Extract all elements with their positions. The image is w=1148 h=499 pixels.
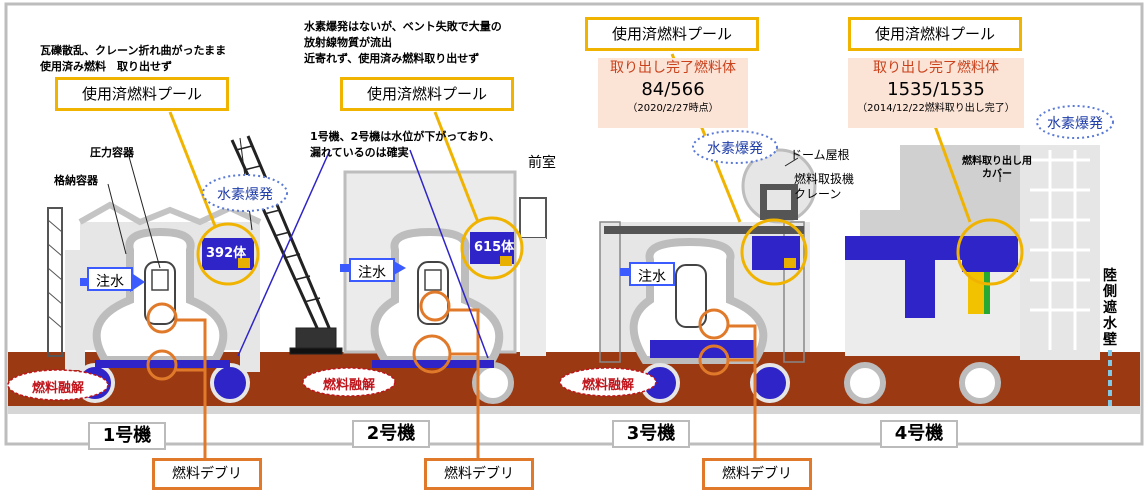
- debris-label-3: 燃料デブリ: [702, 458, 812, 490]
- leak-note-2: 漏れているのは確実: [310, 146, 409, 159]
- crane-label-1: 燃料取扱機: [794, 172, 855, 186]
- unit4-removal-count: 1535/1535: [887, 79, 985, 100]
- melt-label-3: 燃料融解: [581, 378, 634, 393]
- leak-leaders: [237, 149, 489, 359]
- unit4-pool-circle: [956, 218, 1024, 286]
- unit1-pool-title: 使用済燃料プール: [55, 77, 229, 111]
- unit3-removal-note: （2020/2/27時点）: [627, 103, 719, 114]
- unit1-pool-count: 392体: [206, 246, 247, 261]
- melt-ellipse-3: [559, 367, 657, 397]
- unit1-note-1: 瓦礫散乱、クレーン折れ曲がったまま: [40, 44, 227, 57]
- unit3-removal-info: 取り出し完了燃料体 84/566 （2020/2/27時点）: [598, 58, 748, 128]
- water-label-3: 注水: [638, 269, 666, 285]
- cv-leader: [107, 183, 127, 255]
- unit3-removal-title: 取り出し完了燃料体: [610, 60, 736, 76]
- unit4-label: 4号機: [880, 420, 958, 448]
- containment-vessel-label: 格納容器: [54, 174, 98, 187]
- explosion-label-3: 水素爆発: [707, 141, 763, 157]
- water-box-1: [87, 267, 133, 291]
- ground-base: [8, 406, 1140, 414]
- dome-roof-label: ドーム屋根: [790, 148, 850, 162]
- unit3-removal-count: 84/566: [641, 79, 705, 100]
- unit4-removal-note: （2014/12/22燃料取り出し完了）: [857, 103, 1015, 114]
- debris-marks: [146, 290, 757, 460]
- unit3-label: 3号機: [612, 420, 690, 448]
- water-label-1: 注水: [96, 274, 124, 290]
- unit4-removal-title: 取り出し完了燃料体: [873, 60, 999, 76]
- unit4-building: [844, 145, 1112, 408]
- outer-frame: [4, 2, 1144, 446]
- cover-label-1: 燃料取り出し用: [962, 156, 1032, 167]
- melt-ellipse-2: [302, 367, 396, 397]
- unit2-label: 2号機: [352, 420, 430, 448]
- pressure-vessel-label: 圧力容器: [90, 146, 134, 159]
- melt-label-1: 燃料融解: [31, 381, 84, 396]
- crane-label-2: クレーン: [794, 187, 842, 201]
- debris-label-1: 燃料デブリ: [152, 458, 262, 490]
- unit4-removal-info: 取り出し完了燃料体 1535/1535 （2014/12/22燃料取り出し完了）: [848, 58, 1024, 128]
- leak-note-1: 1号機、2号機は水位が下がっており、: [310, 130, 500, 143]
- water-box-3: [629, 262, 675, 286]
- unit1-pool-circle: [196, 222, 260, 286]
- crawler-crane: [230, 135, 343, 355]
- explosion-label-4: 水素爆発: [1047, 116, 1103, 132]
- explosion-label-1: 水素爆発: [217, 187, 273, 203]
- unit2-pool-count: 615体: [474, 240, 515, 255]
- explosion-cloud-1: [202, 174, 288, 212]
- unit1-note-2: 使用済み燃料 取り出せず: [40, 60, 172, 73]
- unit2-note-3: 近寄れず、使用済み燃料取り出せず: [304, 52, 480, 65]
- debris-label-2: 燃料デブリ: [424, 458, 534, 490]
- explosion-cloud-3: [692, 130, 778, 164]
- front-room-label: 前室: [528, 155, 556, 171]
- dome-leader: [784, 157, 799, 167]
- explosion-cloud-4: [1036, 105, 1114, 139]
- unit3-pool-circle: [740, 218, 808, 286]
- unit2-note-1: 水素爆発はないが、ベント失敗で大量の: [304, 20, 502, 33]
- unit3-pool-title: 使用済燃料プール: [585, 17, 759, 51]
- unit1-label: 1号機: [88, 422, 166, 450]
- water-box-2: [349, 258, 395, 282]
- pv-leader: [127, 152, 161, 269]
- melt-label-2: 燃料融解: [322, 378, 375, 393]
- unit2-pool-title: 使用済燃料プール: [340, 77, 514, 111]
- water-label-2: 注水: [358, 265, 386, 281]
- seawall-label: 陸側遮水壁: [1103, 268, 1117, 348]
- unit2-note-2: 放射線物質が流出: [304, 36, 392, 49]
- unit2-pool-circle: [460, 216, 524, 280]
- cover-label-2: カバー: [982, 169, 1012, 180]
- melt-ellipse-1: [7, 369, 109, 401]
- unit4-pool-title: 使用済燃料プール: [848, 17, 1022, 51]
